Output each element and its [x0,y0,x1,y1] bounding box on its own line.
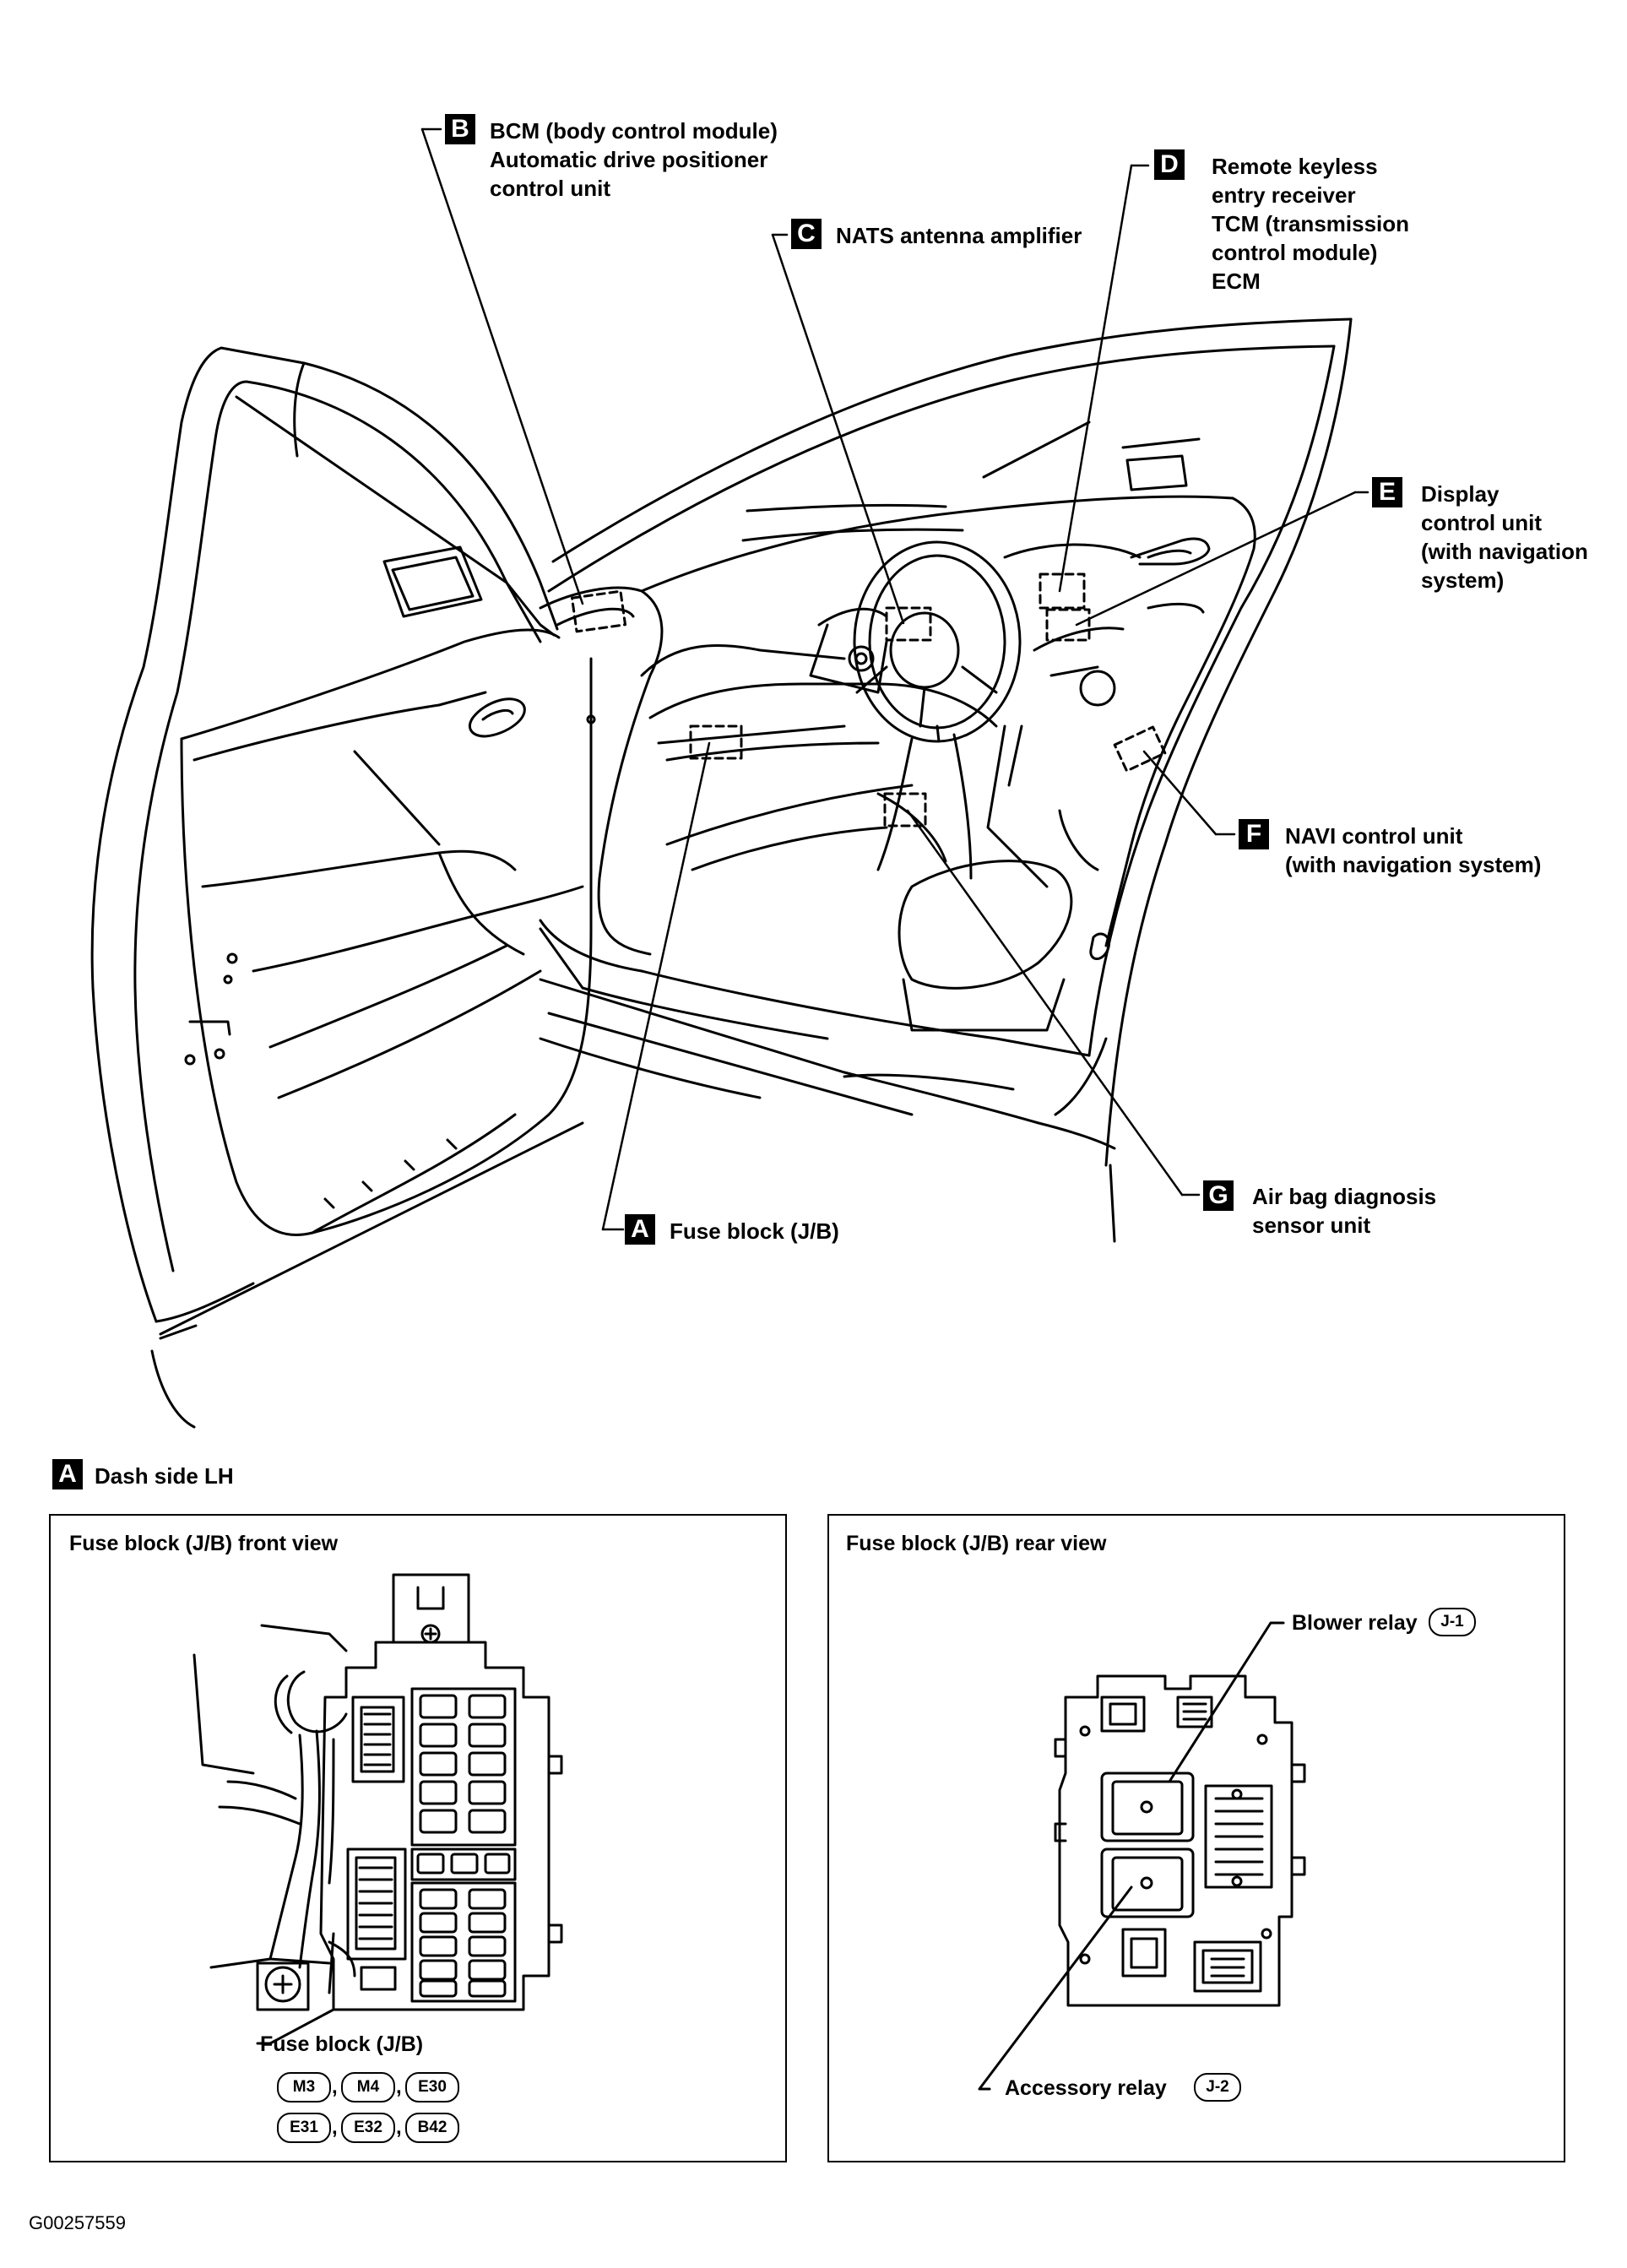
callout-g-text: Air bag diagnosis sensor unit [1252,1182,1436,1240]
accessory-relay-code: J-2 [1194,2073,1241,2102]
callout-f-text: NAVI control unit (with navigation syste… [1285,822,1541,879]
connector-m3: M3 [277,2072,331,2103]
comma-1: , [332,2075,338,2098]
callout-b-letter: B [445,114,475,144]
connector-e31: E31 [277,2113,331,2143]
figure-id: G00257559 [29,2212,126,2233]
callout-d-letter: D [1154,149,1185,180]
rear-view-panel [827,1514,1565,2162]
callout-a-line-1: Fuse block (J/B) [670,1218,839,1244]
open-door-illustration [90,346,593,1429]
callout-b-text: BCM (body control module) Automatic driv… [490,117,778,203]
comma-3: , [332,2116,338,2139]
component-location-boxes [570,572,1167,827]
callout-d-line-3: TCM (transmission [1212,211,1410,236]
front-fuse-block-label: Fuse block (J/B) [260,2032,424,2056]
connector-m4: M4 [341,2072,395,2103]
blower-relay-code: J-1 [1429,1608,1476,1636]
callout-g-line-2: sensor unit [1252,1213,1371,1238]
accessory-relay-label: Accessory relay [1005,2076,1167,2100]
callout-b-line-1: BCM (body control module) [490,118,778,144]
fuse-block-front-view-drawing [193,1573,563,2045]
callout-e-line-2: control unit [1421,510,1542,535]
callout-e-letter: E [1372,477,1402,507]
callout-a-letter: A [625,1214,655,1245]
callout-c-text: NATS antenna amplifier [836,221,1082,250]
fuse-block-rear-view-drawing [978,1621,1306,2091]
callout-d-line-1: Remote keyless [1212,154,1378,179]
callout-f-line-2: (with navigation system) [1285,852,1542,877]
front-view-title: Fuse block (J/B) front view [69,1532,339,1555]
callout-c-letter: C [791,219,822,249]
callout-g-letter: G [1203,1180,1234,1211]
section-title: Dash side LH [95,1463,234,1489]
dashboard-illustration [539,317,1353,1243]
connector-b42: B42 [405,2113,459,2143]
callout-leader-lines [420,128,1369,1231]
comma-4: , [396,2116,402,2139]
callout-c-line-1: NATS antenna amplifier [836,223,1082,248]
rear-view-title: Fuse block (J/B) rear view [846,1532,1107,1555]
callout-e-text: Display control unit (with navigation sy… [1421,480,1588,594]
callout-f-line-1: NAVI control unit [1285,823,1463,849]
callout-a-text: Fuse block (J/B) [670,1217,839,1245]
callout-d-text: Remote keyless entry receiver TCM (trans… [1212,152,1409,296]
connector-e32: E32 [341,2113,395,2143]
connector-e30: E30 [405,2072,459,2103]
callout-f-letter: F [1239,819,1269,849]
callout-g-line-1: Air bag diagnosis [1252,1184,1437,1209]
callout-d-line-4: control module) [1212,240,1378,265]
callout-e-line-3: (with navigation [1421,539,1588,564]
callout-d-line-2: entry receiver [1212,182,1356,208]
callout-b-line-2: Automatic drive positioner [490,147,768,172]
section-badge: A [52,1459,83,1489]
callout-e-line-4: system) [1421,567,1505,593]
callout-d-line-5: ECM [1212,269,1261,294]
callout-e-line-1: Display [1421,481,1500,507]
comma-2: , [396,2075,402,2098]
callout-b-line-3: control unit [490,176,610,201]
blower-relay-label: Blower relay [1292,1611,1418,1635]
front-view-panel [49,1514,787,2162]
